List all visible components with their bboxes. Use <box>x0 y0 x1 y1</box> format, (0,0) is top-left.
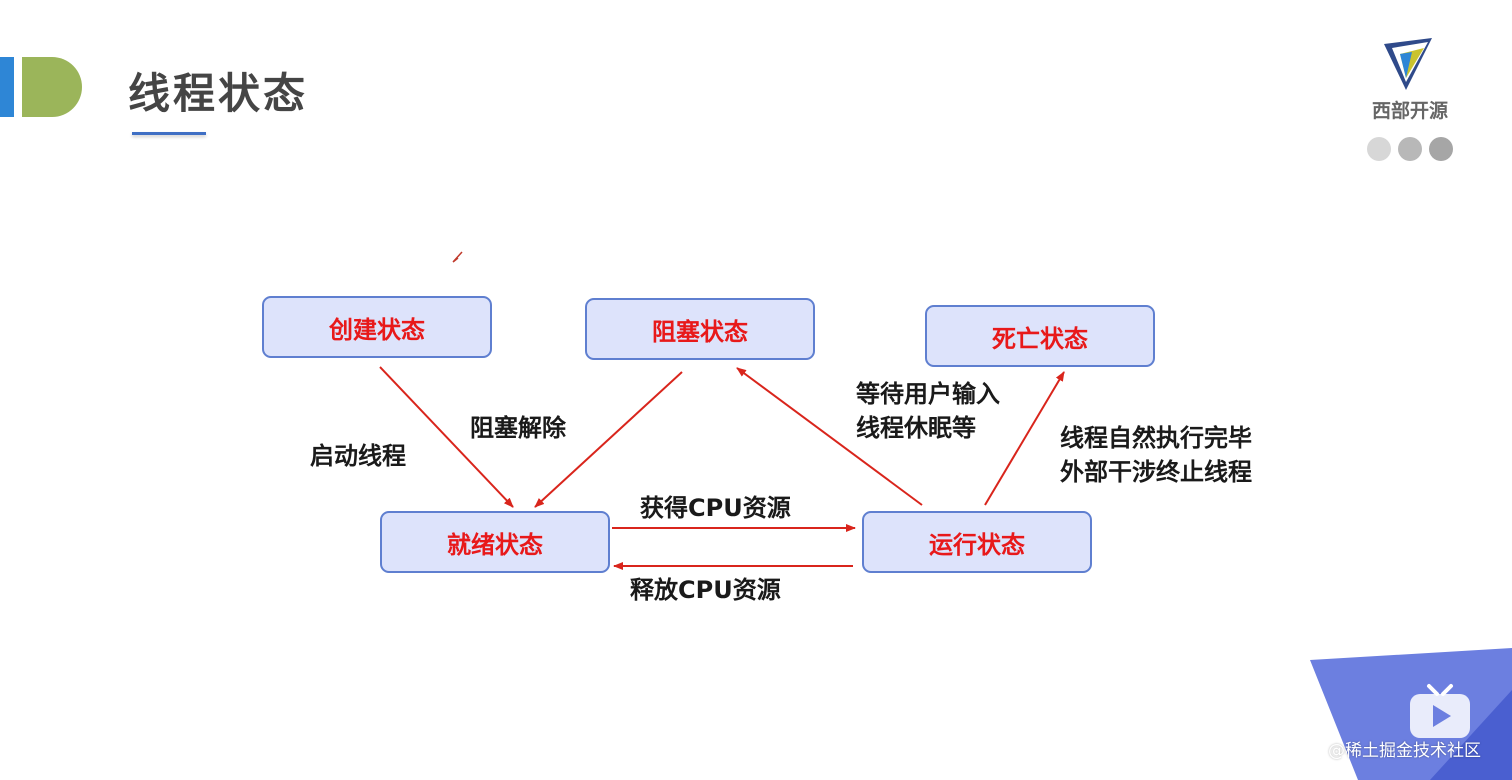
indicator-dot <box>1429 137 1453 161</box>
state-ready: 就绪状态 <box>380 511 610 573</box>
arrow-running-to-blocked <box>736 367 923 506</box>
label-wait-input: 等待用户输入 <box>856 380 1000 408</box>
label-finish-natural: 线程自然执行完毕 <box>1060 424 1252 452</box>
state-running-label: 运行状态 <box>929 530 1025 559</box>
accent-bar-green <box>22 57 82 117</box>
state-dead: 死亡状态 <box>925 305 1155 367</box>
watermark: @稀土掘金技术社区 <box>1328 741 1481 761</box>
state-created-label: 创建状态 <box>329 315 425 344</box>
indicator-dot <box>1367 137 1391 161</box>
state-blocked-label: 阻塞状态 <box>652 317 748 346</box>
video-play-icon <box>1410 684 1470 738</box>
logo-text: 西部开源 <box>1371 100 1448 122</box>
label-unblock: 阻塞解除 <box>470 414 566 442</box>
state-dead-label: 死亡状态 <box>992 324 1088 353</box>
label-finish-external: 外部干涉终止线程 <box>1060 458 1252 486</box>
title-underline <box>132 132 206 135</box>
state-created: 创建状态 <box>262 296 492 358</box>
label-release-cpu: 释放CPU资源 <box>630 576 781 604</box>
page-title: 线程状态 <box>128 69 309 118</box>
label-acquire-cpu: 获得CPU资源 <box>640 494 791 522</box>
arrow-created-to-ready <box>379 366 514 508</box>
pen-mark-icon <box>452 251 463 263</box>
accent-bar-blue <box>0 57 14 117</box>
label-start-thread: 启动线程 <box>310 442 406 470</box>
indicator-dot <box>1398 137 1422 161</box>
arrow-running-to-dead <box>984 371 1065 506</box>
state-blocked: 阻塞状态 <box>585 298 815 360</box>
state-ready-label: 就绪状态 <box>447 530 543 559</box>
state-running: 运行状态 <box>862 511 1092 573</box>
arrow-blocked-to-ready <box>534 371 683 508</box>
label-thread-sleep: 线程休眠等 <box>856 414 976 442</box>
logo-icon <box>1384 38 1432 90</box>
